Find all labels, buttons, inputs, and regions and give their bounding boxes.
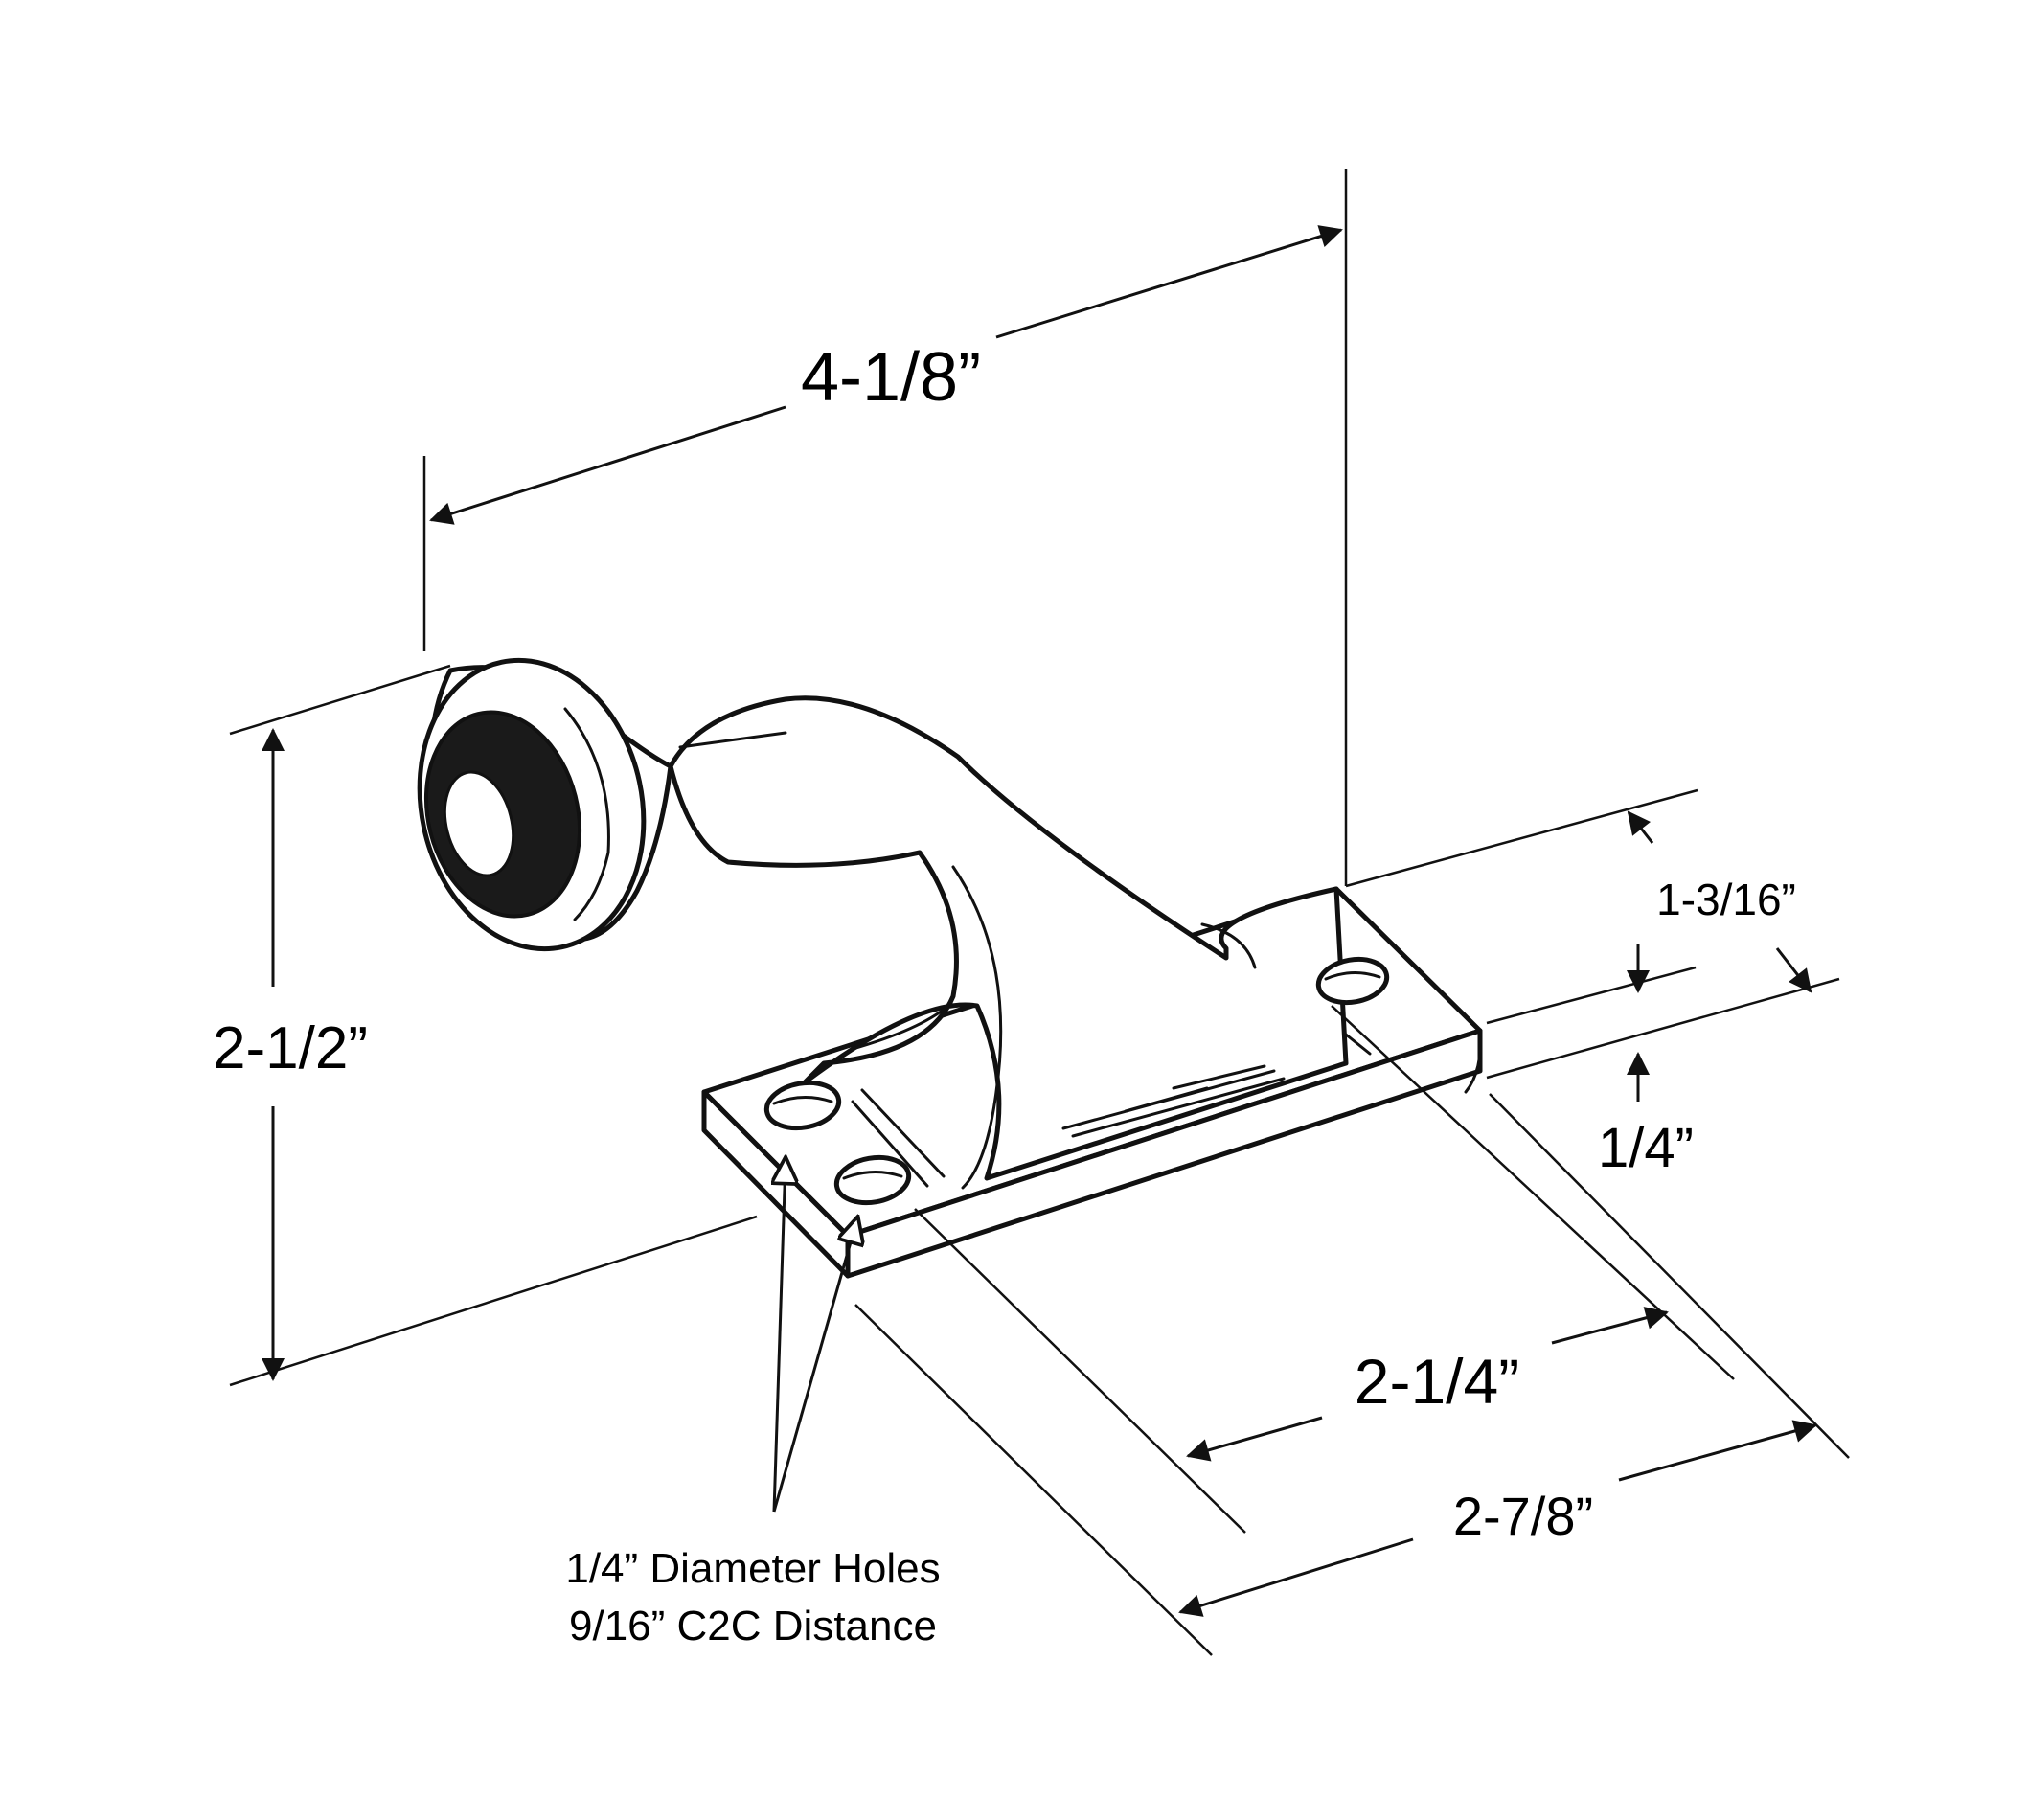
dim-line-overall-length-left (429, 405, 786, 525)
label-base-depth: 2-7/8” (1453, 1486, 1593, 1546)
dim-line-hole-edge-right (1551, 1307, 1669, 1345)
dim-line-hole-edge-left (1186, 1416, 1323, 1462)
dim-line-base-depth-left (1178, 1537, 1414, 1617)
hole-leader-1 (774, 1159, 786, 1513)
label-plate-width: 1-3/16” (1656, 875, 1796, 924)
label-overall-length: 4-1/8” (801, 339, 981, 416)
dim-line-base-depth-right (1618, 1420, 1817, 1482)
note-line-2: 9/16” C2C Distance (569, 1603, 937, 1649)
hole-note: 1/4” Diameter Holes 9/16” C2C Distance (565, 1545, 940, 1649)
dimension-lines (262, 225, 1817, 1617)
bracket-web (668, 695, 1372, 1190)
label-height: 2-1/2” (213, 1015, 368, 1081)
dim-line-overall-length-right (995, 225, 1343, 339)
dimension-labels: 4-1/8” 2-1/2” 1-3/16” 1/4” 2-1/4” 2-7/8” (213, 339, 1796, 1557)
extension-lines (229, 169, 1850, 1656)
mount-holes (763, 956, 1390, 1206)
dim-line-plate-width-bottom (1775, 947, 1812, 993)
hole-leader-2 (772, 1218, 857, 1513)
bracket-part (417, 657, 1483, 1279)
mount-hole-1 (763, 1080, 842, 1131)
mount-hole-2 (833, 1154, 912, 1206)
label-hole-to-edge: 2-1/4” (1355, 1346, 1519, 1417)
dim-line-plate-width-top (1627, 810, 1654, 844)
mount-hole-3 (1315, 956, 1390, 1006)
label-thickness: 1/4” (1598, 1117, 1694, 1179)
note-line-1: 1/4” Diameter Holes (565, 1545, 940, 1592)
bumper-head (417, 657, 673, 952)
